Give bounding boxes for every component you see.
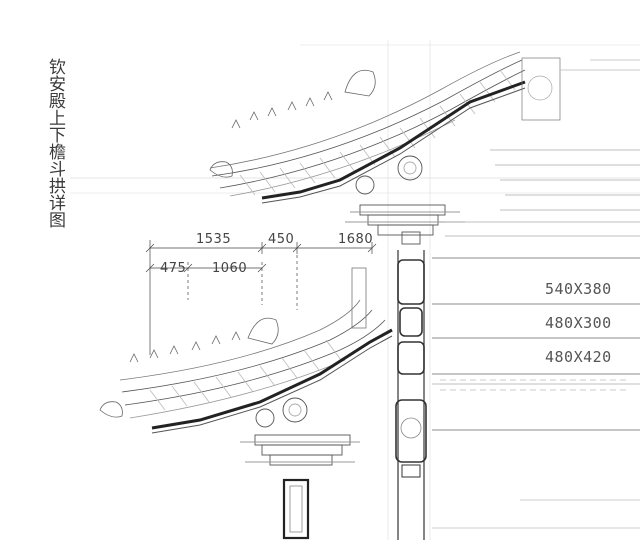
dimension-label-1535: 1535 xyxy=(196,232,232,247)
dimension-lines xyxy=(145,240,377,355)
member-size-label-2: 480X300 xyxy=(545,314,612,332)
right-wall-lines xyxy=(432,257,640,529)
lower-ridge-ornaments xyxy=(99,317,279,418)
upper-wall-block xyxy=(445,57,640,237)
dimension-label-1060: 1060 xyxy=(212,261,248,276)
drawing-title: 钦安殿上下檐斗拱详图 xyxy=(45,58,72,228)
lower-column-post xyxy=(282,478,310,540)
drawing-title-text: 钦安殿上下檐斗拱详图 xyxy=(45,58,65,228)
member-size-label-3: 480X420 xyxy=(545,348,612,366)
central-column xyxy=(395,250,427,540)
upper-eave-roof xyxy=(209,51,526,197)
dimension-label-1680: 1680 xyxy=(338,232,374,247)
dimension-label-475: 475 xyxy=(160,261,187,276)
upper-bracket-set xyxy=(345,155,465,245)
lower-eave-roof xyxy=(119,267,386,419)
member-size-label-1: 540X380 xyxy=(545,280,612,298)
upper-ridge-ornaments xyxy=(209,69,376,178)
dimension-label-450: 450 xyxy=(268,232,295,247)
upper-rafter-beam xyxy=(261,80,526,200)
lower-bracket-set xyxy=(240,397,360,466)
lower-rafter-beam xyxy=(151,328,393,430)
